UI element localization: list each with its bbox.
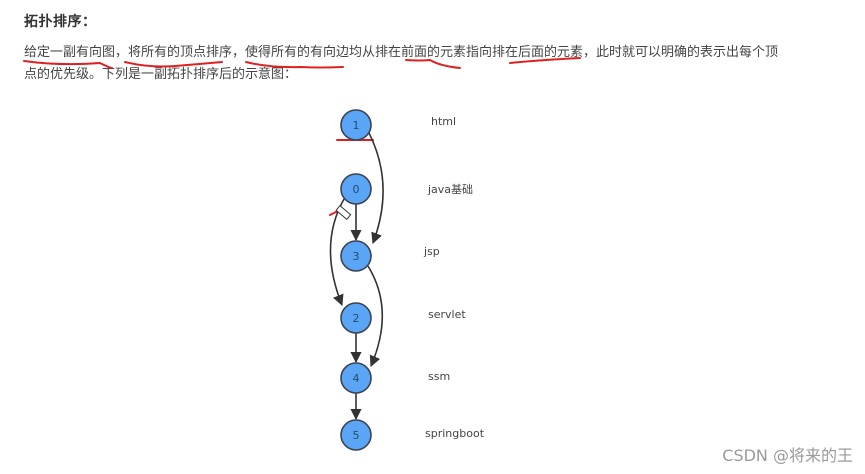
svg-text:4: 4 xyxy=(353,372,360,385)
edge-1-3 xyxy=(368,132,384,245)
label-springboot: springboot xyxy=(425,427,485,440)
svg-text:5: 5 xyxy=(353,429,360,442)
label-java-basics: java基础 xyxy=(428,183,474,196)
edge-3-4 xyxy=(367,265,384,368)
node-1: 1 xyxy=(340,109,372,141)
svg-text:1: 1 xyxy=(353,119,360,132)
paragraph-line-2: 点的优先级。下列是一副拓扑排序后的示意图： xyxy=(24,67,298,82)
description-paragraph: 给定一副有向图，将所有的顶点排序，使得所有的有向边均从排在前面的元素指向排在后面… xyxy=(24,42,814,86)
node-0: 0 xyxy=(340,173,372,205)
label-jsp: jsp xyxy=(424,245,440,258)
node-3: 3 xyxy=(340,240,372,272)
svg-text:0: 0 xyxy=(353,183,360,196)
node-4: 4 xyxy=(340,362,372,394)
node-5: 5 xyxy=(340,419,372,451)
svg-text:2: 2 xyxy=(353,312,360,325)
pencil-cursor-icon xyxy=(335,204,352,221)
label-ssm: ssm xyxy=(428,370,451,383)
node-2: 2 xyxy=(340,302,372,334)
csdn-watermark: CSDN @将来的王 xyxy=(722,446,853,465)
section-heading: 拓扑排序： xyxy=(24,14,97,30)
svg-text:3: 3 xyxy=(353,250,360,263)
label-html: html xyxy=(431,115,457,128)
label-servlet: servlet xyxy=(428,308,466,321)
paragraph-line-1: 给定一副有向图，将所有的顶点排序，使得所有的有向边均从排在前面的元素指向排在后面… xyxy=(24,45,779,60)
